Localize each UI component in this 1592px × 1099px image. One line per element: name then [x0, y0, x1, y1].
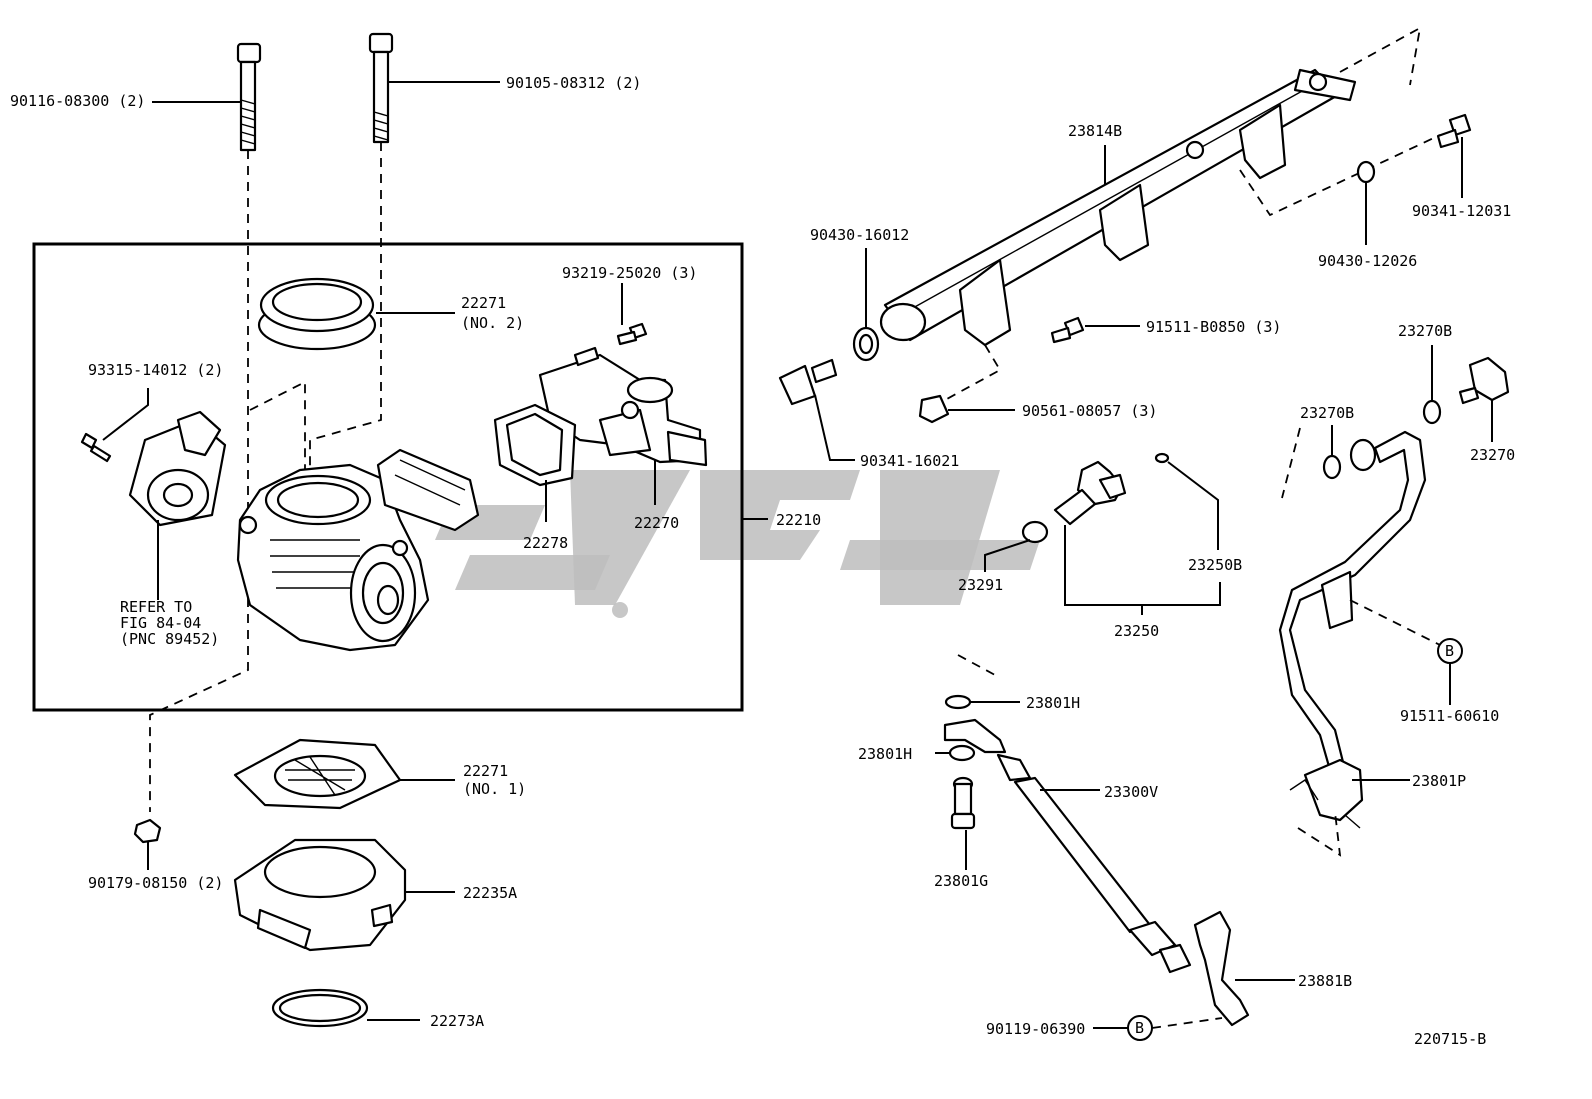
label-gasket-h-top: 23801H: [1026, 694, 1080, 712]
label-gasket-270b-top: 23270B: [1398, 322, 1452, 340]
fuel-pipe: [1278, 430, 1427, 829]
label-adapter: 22235A: [463, 884, 517, 902]
rail-bolt: [1050, 316, 1085, 344]
label-spacer-b: 90430-12026: [1318, 252, 1417, 270]
gasket-270b-top: [1422, 399, 1442, 425]
label-clamp: 23801P: [1412, 772, 1466, 790]
fuel-injector: [1053, 460, 1127, 526]
label-fuel-hose: 23300V: [1104, 783, 1158, 801]
label-screw-tps: 93315-14012 (2): [88, 361, 223, 379]
label-union-bolt-a: 90341-16021: [860, 452, 959, 470]
iac-valve: [538, 346, 708, 467]
throttle-body-assembly-frame: [32, 242, 744, 712]
label-spacer-a: 90430-16012: [810, 226, 909, 244]
label-refer-1: REFER TO: [120, 598, 192, 616]
iac-gasket: [493, 403, 577, 487]
label-insulator: 23291: [958, 576, 1003, 594]
gasket-h-top: [944, 694, 972, 710]
label-gasket-iac: 22278: [523, 534, 568, 552]
pressure-regulator: [1458, 356, 1510, 405]
label-nut-lower: 90179-08150 (2): [88, 874, 223, 892]
spacer-b: [1356, 160, 1376, 184]
label-gasket-no2-num: 22271: [461, 294, 506, 312]
label-gasket-h-mid: 23801H: [858, 745, 912, 763]
bolt-right: [368, 32, 394, 144]
label-callout-b-right: B: [1445, 642, 1454, 660]
union-bolt-a: [778, 358, 838, 406]
tps-screw: [80, 432, 112, 463]
label-throttle-body: 22210: [776, 511, 821, 529]
label-gasket-no1-sub: (NO. 1): [463, 780, 526, 798]
watermark-logo: [435, 470, 1040, 618]
hose-bracket: [1193, 910, 1250, 1027]
label-gasket-no2-sub: (NO. 2): [461, 314, 524, 332]
union-bolt-b: [1436, 113, 1472, 149]
spacer-a: [852, 326, 880, 362]
label-bolt-a: 90116-08300 (2): [10, 92, 145, 110]
gasket-270b-mid: [1322, 454, 1342, 480]
lower-nut: [133, 818, 162, 844]
gasket-no1: [233, 738, 402, 810]
label-union-bolt-g: 23801G: [934, 872, 988, 890]
label-screw-iac: 93219-25020 (3): [562, 264, 697, 282]
throttle-body: [236, 448, 480, 652]
label-refer-2: FIG 84-04: [120, 614, 201, 632]
fuel-delivery-pipe: [879, 68, 1357, 347]
label-gasket-no1-num: 22271: [463, 762, 508, 780]
bolt-left: [236, 42, 262, 152]
label-bolt-right: 91511-60610: [1400, 707, 1499, 725]
label-ring: 22273A: [430, 1012, 484, 1030]
label-injector: 23250: [1114, 622, 1159, 640]
injector-o-ring: [1154, 452, 1170, 464]
label-union-bolt-b: 90341-12031: [1412, 202, 1511, 220]
label-bolt-rail: 91511-B0850 (3): [1146, 318, 1281, 336]
iac-screw: [616, 322, 648, 346]
label-callout-b-bottom: B: [1135, 1019, 1144, 1037]
throttle-position-sensor: [128, 410, 227, 527]
label-pressure-regulator: 23270: [1470, 446, 1515, 464]
label-refer-3: (PNC 89452): [120, 630, 219, 648]
label-delivery-pipe: 23814B: [1068, 122, 1122, 140]
label-collar: 90561-08057 (3): [1022, 402, 1157, 420]
injector-insulator: [1021, 520, 1049, 544]
diagram-code: 220715-B: [1414, 1030, 1486, 1048]
label-bolt-b: 90105-08312 (2): [506, 74, 641, 92]
fuel-hose: [943, 718, 1192, 974]
label-gasket-270b-mid: 23270B: [1300, 404, 1354, 422]
label-iac-valve: 22270: [634, 514, 679, 532]
union-bolt-g: [950, 776, 976, 830]
gasket-no2: [257, 277, 377, 351]
collar: [918, 394, 950, 424]
gasket-h-mid: [948, 744, 976, 762]
label-o-ring: 23250B: [1188, 556, 1242, 574]
label-bolt-bottom: 90119-06390: [986, 1020, 1085, 1038]
label-bracket: 23881B: [1298, 972, 1352, 990]
lower-ring: [271, 988, 369, 1028]
adapter: [233, 838, 407, 952]
